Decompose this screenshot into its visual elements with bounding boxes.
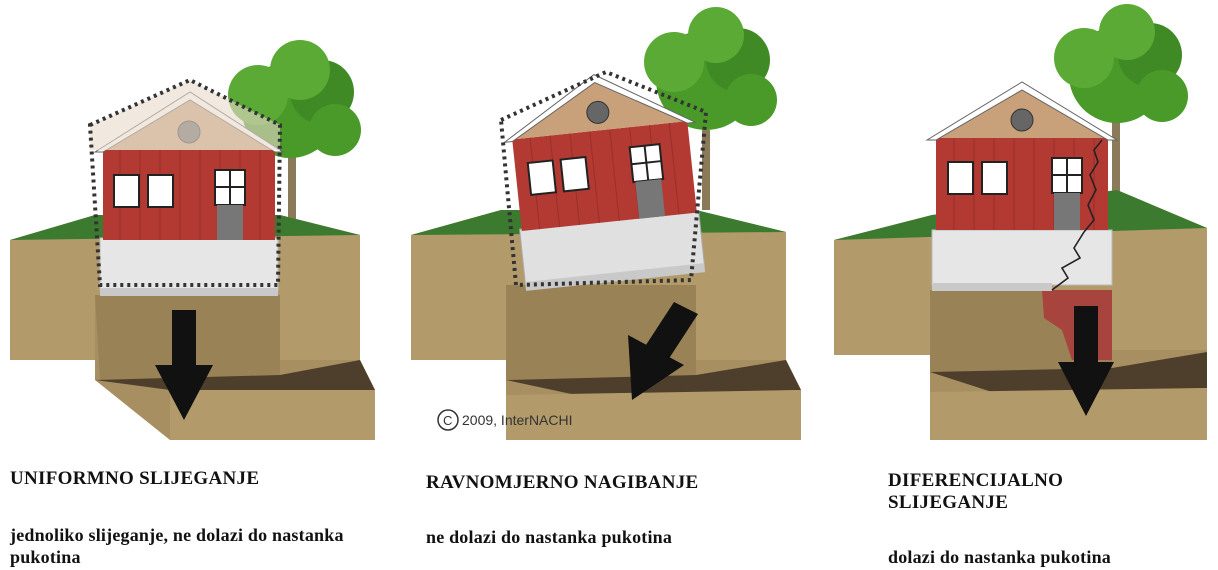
copyright-text: 2009, InterNACHI (462, 412, 573, 428)
panel-description: dolazi do nastanka pukotina (888, 547, 1111, 567)
panel-title: RAVNOMJERNO NAGIBANJE (426, 472, 699, 493)
panel-uniform-tilt: C 2009, InterNACHI RAVNOMJERNO NAGIBANJE… (406, 0, 812, 570)
arrow-down-icon (1058, 306, 1114, 416)
tree-icon (644, 7, 777, 210)
crack-icon (1051, 139, 1103, 291)
panel-title: DIFERENCIJALNO SLIJEGANJE (888, 470, 1064, 513)
panel-description: jednoliko slijeganje, ne dolazi do nasta… (10, 525, 344, 567)
svg-text:C: C (443, 413, 452, 428)
copyright-icon: C (437, 409, 459, 431)
arrow-down-icon (155, 310, 213, 420)
tree-icon (228, 40, 361, 225)
uniform-settlement-illustration (10, 40, 375, 440)
panel-differential-settlement: DIFERENCIJALNO SLIJEGANJE dolazi do nast… (812, 0, 1218, 570)
panel-description: ne dolazi do nastanka pukotina (426, 527, 673, 547)
panel-uniform-settlement: UNIFORMNO SLIJEGANJE jednoliko slijeganj… (0, 0, 406, 570)
panel-title: UNIFORMNO SLIJEGANJE (10, 468, 260, 489)
differential-settlement-illustration (834, 4, 1207, 440)
uniform-tilt-illustration: C 2009, InterNACHI (411, 7, 801, 440)
arrow-down-left-icon (628, 302, 698, 400)
tree-icon (1054, 4, 1188, 195)
